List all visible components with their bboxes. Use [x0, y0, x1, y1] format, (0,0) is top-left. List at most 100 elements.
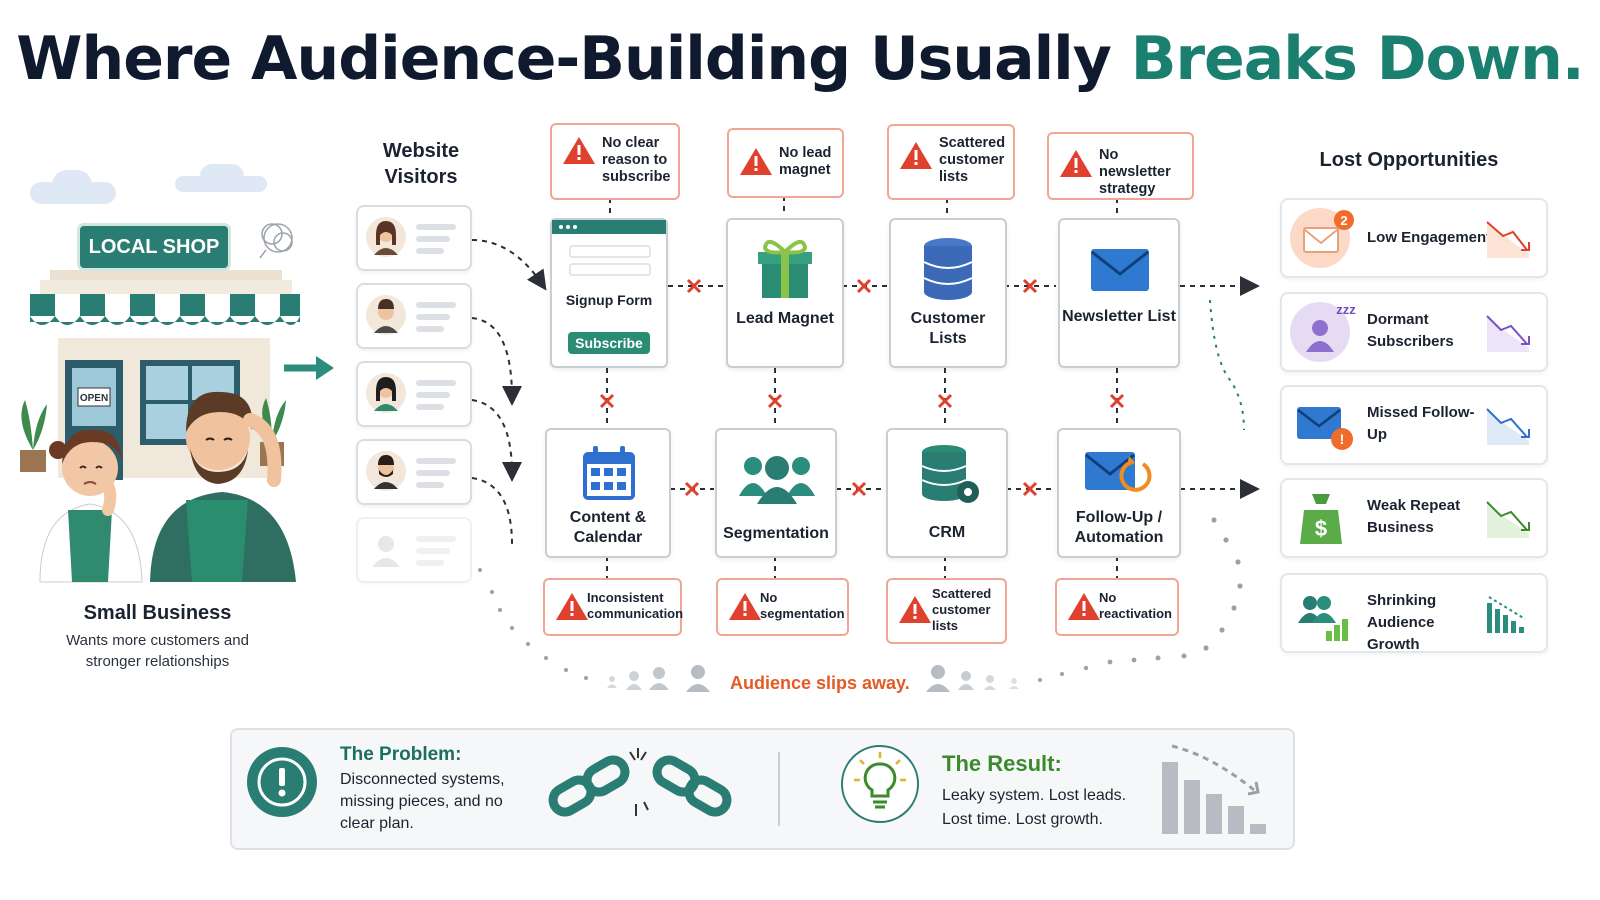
node-content-calendar: Content & Calendar: [545, 428, 671, 558]
lost-card-dormant-subscribers: zzz Dormant Subscribers: [1280, 292, 1548, 372]
stressed-man-figure: [150, 391, 296, 582]
node-label: Customer Lists: [910, 310, 986, 347]
fading-people-icons: [607, 665, 1019, 692]
people-group-icon: [739, 456, 815, 504]
lost-label: Shrinking Audience Growth: [1367, 592, 1437, 653]
awning: [30, 294, 300, 325]
scribble-thought-icon: [259, 223, 293, 259]
signup-form-icon: [552, 220, 666, 276]
database-icon: [923, 238, 973, 300]
ghost-avatar-icon: [372, 536, 400, 567]
woman-avatar-icon: [374, 377, 398, 411]
envelope-badge-icon: 2: [1303, 210, 1354, 253]
title-main: Where Audience-Building Usually: [16, 24, 1131, 94]
database-gear-icon: [921, 445, 979, 503]
result-line-2: Lost time. Lost growth.: [942, 811, 1103, 828]
lightbulb-icon: [841, 745, 919, 823]
envelope-icon: [1091, 249, 1149, 291]
lost-card-low-engagement: 2 Low Engagement: [1280, 198, 1548, 278]
node-segmentation: Segmentation: [715, 428, 837, 558]
shrinking-bars-icon: [1487, 596, 1526, 633]
visitor-card: [356, 205, 472, 271]
warning-icon: [1068, 593, 1100, 620]
warning-icon: [729, 593, 761, 620]
lost-card-weak-repeat-business: $ Weak Repeat Business: [1280, 478, 1548, 558]
envelope-alert-icon: !: [1297, 407, 1353, 450]
divider: [778, 752, 780, 826]
cloud-decoration: [52, 170, 92, 200]
lost-label: Low Engagement: [1367, 229, 1492, 246]
calendar-icon: [583, 446, 635, 500]
broken-chain-icon: [548, 748, 732, 817]
trend-down-icon: [1486, 315, 1530, 352]
trend-down-icon: [1486, 501, 1530, 538]
warning-icon: [900, 142, 932, 169]
worried-woman-figure: [39, 429, 143, 583]
result-body: Leaky system. Lost leads. Lost time. Los…: [942, 784, 1152, 832]
woman-avatar-icon: [374, 221, 398, 255]
plant-icon: [20, 400, 47, 472]
svg-text:!: !: [1340, 431, 1345, 447]
visitor-card: [356, 439, 472, 505]
warning-icon: [740, 148, 772, 175]
arrow-right-icon: [284, 356, 334, 380]
business-title: Small Business: [83, 602, 232, 624]
node-label: Signup Form: [565, 292, 653, 308]
page-title: Where Audience-Building Usually Breaks D…: [0, 24, 1600, 94]
node-customer-lists: Customer Lists: [889, 218, 1007, 368]
problem-heading: The Problem:: [340, 744, 462, 765]
subscribe-button[interactable]: Subscribe: [568, 332, 650, 354]
bearded-man-avatar-icon: [374, 455, 398, 489]
svg-text:zzz: zzz: [1336, 302, 1356, 317]
node-crm: CRM: [886, 428, 1008, 558]
lost-label: Weak Repeat Business: [1367, 497, 1461, 536]
visitors-heading: Website Visitors: [382, 140, 460, 188]
warning-scattered-lists: Scattered customer lists: [887, 124, 1015, 200]
result-line-1: Leaky system. Lost leads.: [942, 787, 1127, 804]
warning-icon: [556, 593, 588, 620]
node-label: Newsletter List: [1062, 308, 1176, 325]
node-newsletter-list: Newsletter List: [1058, 218, 1180, 368]
node-follow-up-automation: Follow-Up / Automation: [1057, 428, 1181, 558]
declining-bars-icon: [1162, 744, 1266, 834]
lost-heading: Lost Opportunities: [1319, 149, 1499, 171]
envelope-refresh-icon: [1085, 452, 1152, 492]
audience-slips-label: Audience slips away.: [730, 673, 910, 693]
gift-icon: [758, 240, 812, 298]
visitor-card: [356, 283, 472, 349]
svg-text:$: $: [1315, 516, 1327, 541]
node-lead-magnet: Lead Magnet: [726, 218, 844, 368]
visitor-card-faded: [356, 517, 472, 583]
warning-icon: [899, 596, 931, 623]
man-avatar-icon: [374, 299, 398, 333]
warning-icon: [563, 137, 595, 164]
open-sign: OPEN: [80, 393, 108, 404]
warning-no-reactivation: No reactivation: [1055, 578, 1179, 636]
warning-icon: [1060, 150, 1092, 177]
business-subtitle: Wants more customers and stronger relati…: [66, 632, 249, 670]
problem-body: Disconnected systems, missing pieces, an…: [340, 771, 505, 832]
trend-down-icon: [1486, 408, 1530, 445]
shop-sign: LOCAL SHOP: [80, 226, 228, 268]
lost-card-shrinking-audience: Shrinking Audience Growth: [1280, 573, 1548, 653]
warning-inconsistent-communication: Inconsistent communication: [543, 578, 683, 636]
node-label: Content & Calendar: [569, 509, 647, 546]
warning-no-lead-magnet: No lead magnet: [727, 128, 844, 198]
broken-link-markers: [599, 278, 1125, 497]
lost-label: Missed Follow-Up: [1367, 404, 1475, 443]
money-bag-icon: $: [1300, 494, 1342, 544]
node-label: Segmentation: [723, 525, 829, 542]
warning-no-newsletter-strategy: No newsletter strategy: [1047, 132, 1194, 200]
node-label: CRM: [928, 524, 966, 541]
svg-text:2: 2: [1340, 213, 1347, 228]
trend-down-icon: [1486, 221, 1530, 258]
warning-no-segmentation: No segmentation: [716, 578, 849, 636]
summary-panel: [230, 728, 1295, 850]
audience-chart-icon: [1298, 596, 1348, 641]
visitor-card: [356, 361, 472, 427]
node-label: Lead Magnet: [736, 310, 834, 327]
lost-label: Dormant Subscribers: [1367, 311, 1454, 350]
alert-circle-icon: [247, 747, 317, 817]
result-heading: The Result:: [942, 751, 1062, 776]
